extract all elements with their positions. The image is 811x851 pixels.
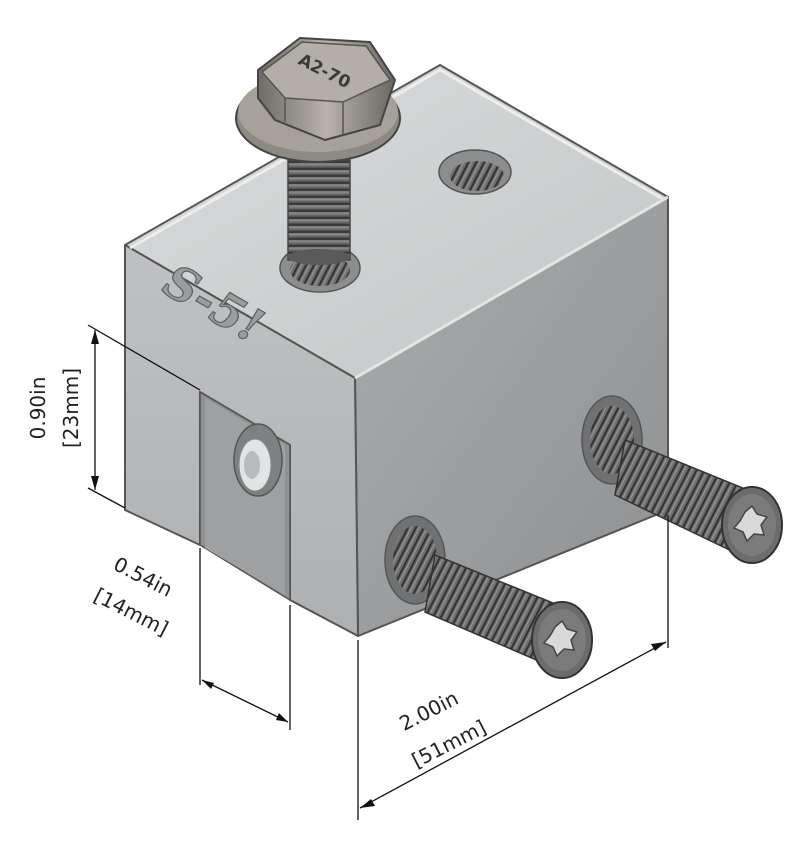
height-dimension-imperial: 0.90in: [26, 377, 50, 440]
bolt-shank: [287, 159, 351, 261]
torx-drive-icon: [542, 619, 579, 658]
hex-bolt: A2-70: [235, 37, 401, 265]
height-dimension-metric: [23mm]: [59, 368, 83, 448]
torx-drive-icon: [732, 504, 769, 543]
clamp-block: [124, 64, 669, 637]
dimension-lines: [87, 324, 669, 820]
slot-side-hole: [233, 423, 283, 497]
block-edge-highlight: [129, 68, 664, 250]
set-screw-lower: [384, 515, 593, 679]
set-screw-upper: [581, 395, 783, 564]
top-threaded-hole: [438, 149, 512, 195]
